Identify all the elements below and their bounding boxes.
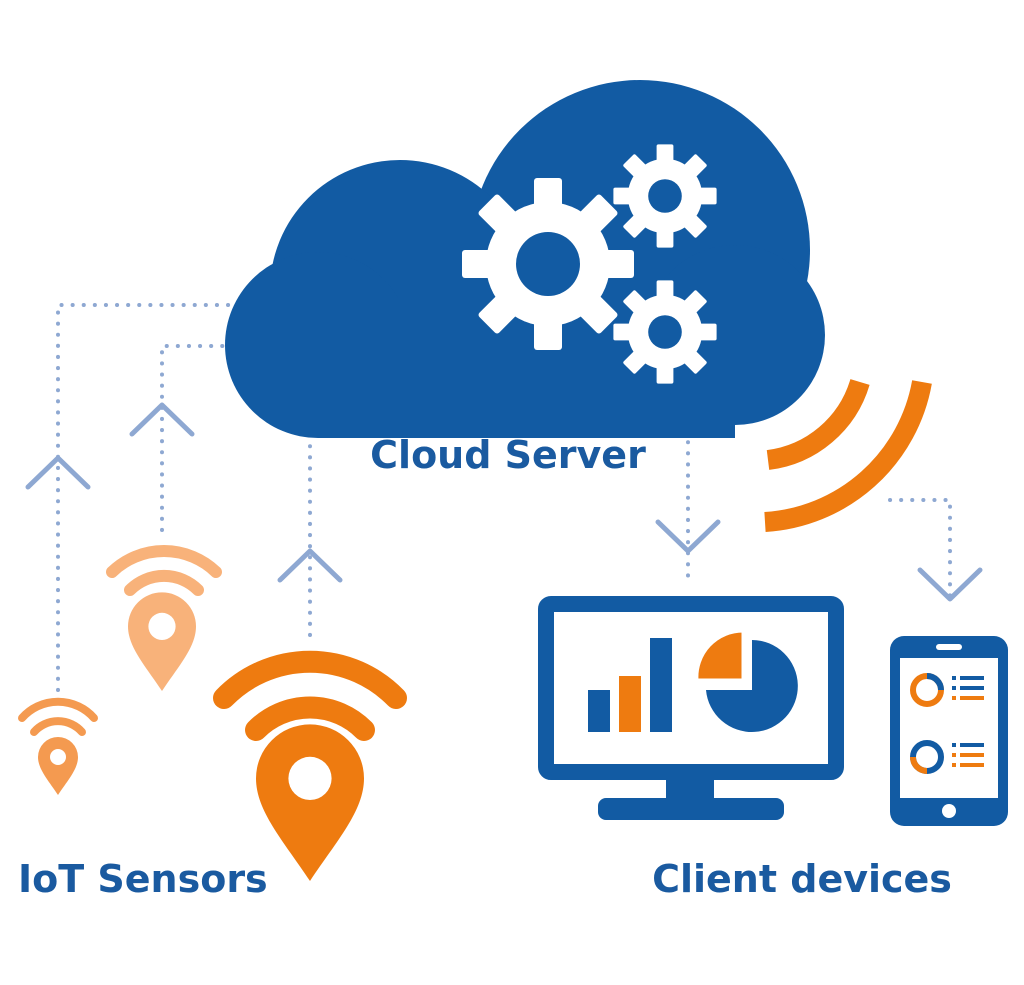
- wifi-signal-icon: [764, 378, 932, 532]
- wifi-signal-icon: [213, 650, 407, 741]
- location-pin-icon: [128, 592, 196, 691]
- wifi-signal-icon: [106, 545, 222, 596]
- smartphone-icon: [890, 636, 1008, 826]
- wifi-signal-icon: [18, 697, 98, 736]
- gear-icon: [613, 144, 717, 248]
- connector-lines: [56, 303, 952, 692]
- arrow-down-icon: [917, 567, 983, 602]
- iot-sensors-label: IoT Sensors: [18, 857, 268, 901]
- connector-sensor-medium: [160, 344, 234, 532]
- arrow-down-icon: [655, 519, 721, 554]
- gear-icon: [462, 178, 634, 350]
- gauge-icon: [910, 673, 944, 774]
- iot-sensor-large: [213, 650, 407, 881]
- cloud-icon: [225, 80, 825, 438]
- client-devices-label: Client devices: [652, 857, 952, 901]
- arrow-up-icon: [277, 548, 343, 583]
- location-pin-icon: [38, 737, 78, 795]
- arrows: [25, 402, 983, 602]
- pie-chart-icon: [695, 629, 798, 732]
- arrow-up-icon: [25, 455, 91, 490]
- gear-icon: [613, 280, 717, 384]
- location-pin-icon: [256, 724, 364, 881]
- arrow-up-icon: [129, 402, 195, 437]
- iot-sensor-small: [18, 697, 98, 795]
- bar-chart-icon: [588, 638, 672, 732]
- list-lines-icon: [952, 676, 984, 767]
- connector-sensor-small: [56, 303, 234, 692]
- connector-to-phone: [888, 498, 952, 602]
- monitor-icon: [538, 596, 844, 820]
- iot-sensor-medium: [106, 545, 222, 691]
- cloud-server-label: Cloud Server: [370, 433, 646, 477]
